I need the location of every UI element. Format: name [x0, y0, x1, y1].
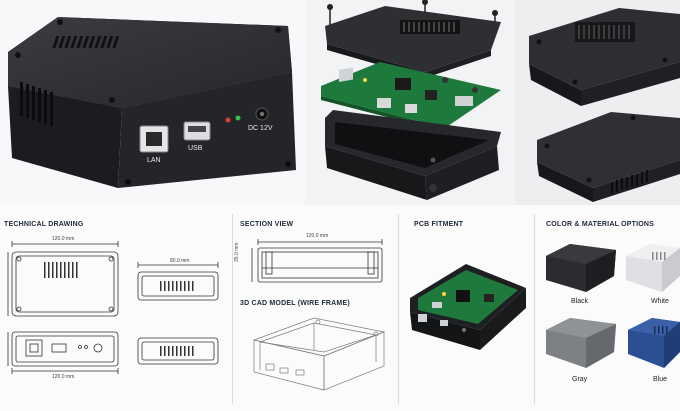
lan-port-label: LAN	[147, 157, 161, 164]
cad-wireframe-drawing	[252, 317, 386, 391]
technical-drawing-title: TECHNICAL DRAWING	[4, 221, 84, 228]
color-options-title: COLOR & MATERIAL OPTIONS	[546, 221, 654, 228]
top-width-dimension: 120.0 mm	[52, 236, 75, 242]
color-black-label: Black	[571, 298, 589, 305]
front-width-dimension: 120.0 mm	[52, 374, 75, 380]
hero-enclosure-panel: LAN USB DC 12V	[0, 0, 305, 205]
hero-enclosure-illustration	[8, 17, 296, 188]
side-width-dimension: 80.0 mm	[170, 258, 190, 264]
divider-2	[398, 214, 399, 404]
divider-3	[534, 214, 535, 404]
pcb-fitment-title: PCB FITMENT	[414, 221, 464, 228]
color-blue-label: Blue	[653, 376, 668, 383]
section-view-drawing	[251, 239, 383, 283]
dc-port-label: DC 12V	[248, 125, 273, 132]
color-white-label: White	[651, 298, 669, 305]
cad-model-title: 3D CAD MODEL (WIRE FRAME)	[240, 300, 350, 307]
pcb-fitment-illustration	[410, 264, 526, 350]
section-width-dimension: 120.0 mm	[306, 233, 329, 239]
color-swatches	[546, 244, 680, 368]
usb-port-label: USB	[188, 145, 203, 152]
exploded-view-panel	[305, 0, 515, 205]
enclosure-top-bottom-renders	[529, 8, 680, 202]
exploded-assembly-illustration	[321, 0, 501, 200]
section-view-title: SECTION VIEW	[240, 221, 294, 228]
bottom-row-background	[0, 205, 680, 411]
divider-1	[232, 214, 233, 404]
color-gray-label: Gray	[572, 376, 588, 383]
enclosure-renders-panel	[515, 0, 680, 205]
technical-drawing	[7, 241, 219, 374]
